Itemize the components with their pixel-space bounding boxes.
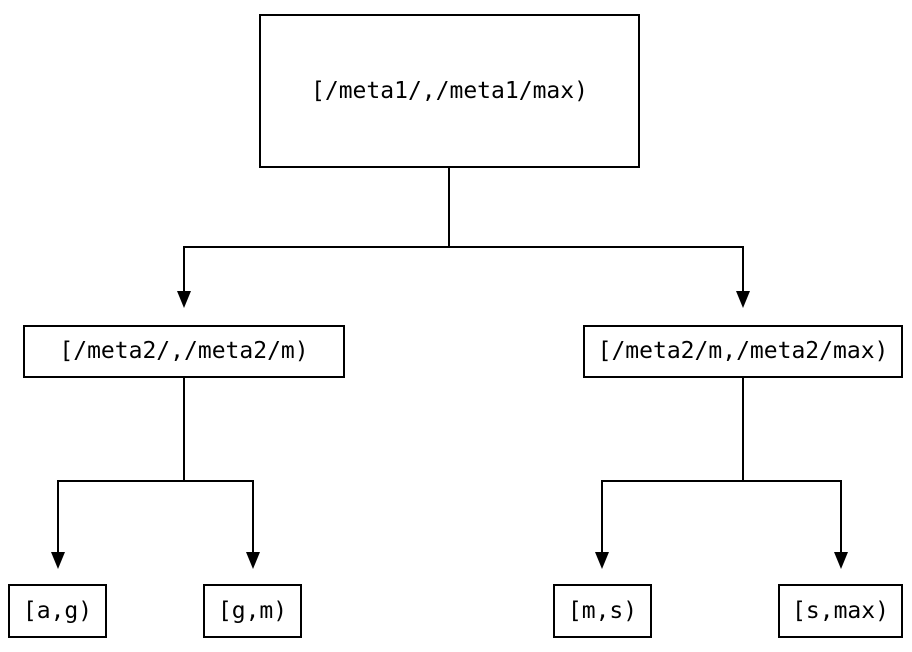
node-leaf-gm: [g,m) <box>203 584 302 638</box>
node-meta2-left: [/meta2/,/meta2/m) <box>23 325 345 378</box>
node-meta2-right: [/meta2/m,/meta2/max) <box>583 325 903 378</box>
node-leaf-ag: [a,g) <box>8 584 107 638</box>
node-leaf-smax: [s,max) <box>778 584 903 638</box>
arrow-down-icon <box>595 552 609 569</box>
node-leaf-ms: [m,s) <box>553 584 652 638</box>
arrow-down-icon <box>736 291 750 308</box>
edge-level1 <box>183 168 744 292</box>
edge-level2-right <box>601 378 842 553</box>
arrow-down-icon <box>51 552 65 569</box>
node-meta2-left-label: [/meta2/,/meta2/m) <box>59 338 309 364</box>
arrow-down-icon <box>246 552 260 569</box>
arrowhead-icons <box>51 291 848 569</box>
node-root-label: [/meta1/,/meta1/max) <box>311 77 588 104</box>
node-meta2-right-label: [/meta2/m,/meta2/max) <box>597 338 889 364</box>
arrow-down-icon <box>834 552 848 569</box>
node-leaf-gm-label: [g,m) <box>217 597 288 624</box>
node-leaf-ms-label: [m,s) <box>567 597 638 624</box>
edge-level2-left <box>57 378 254 553</box>
arrow-down-icon <box>177 291 191 308</box>
node-leaf-smax-label: [s,max) <box>792 597 889 624</box>
node-leaf-ag-label: [a,g) <box>22 597 93 624</box>
node-root: [/meta1/,/meta1/max) <box>259 14 640 168</box>
